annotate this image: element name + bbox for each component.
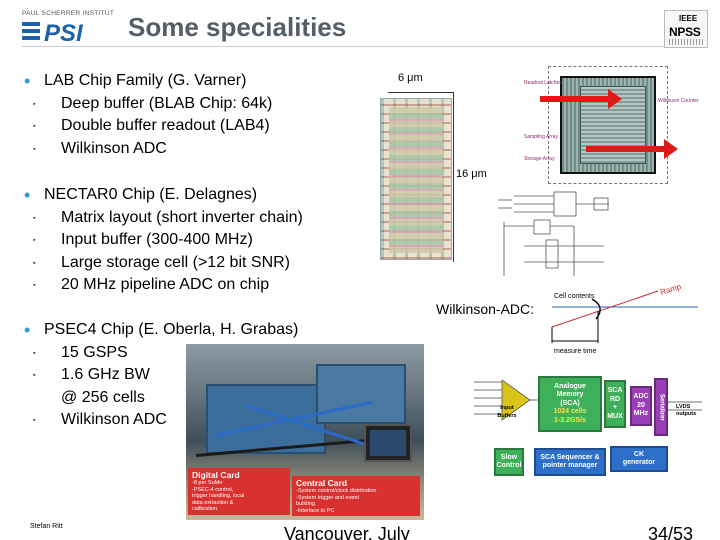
analogue-memory-block: Analogue Memory (SCA) 1024 cells 1-3.2GS…: [538, 376, 602, 432]
ieee-npss-logo: IEEE NPSS: [664, 10, 708, 48]
central-card-title: Central Card: [296, 478, 348, 488]
sca-rd-line: MUX: [607, 412, 623, 420]
bullet-sub: Wilkinson ADC: [24, 138, 272, 160]
red-arrow-icon: [586, 139, 678, 159]
lvds-outputs-label: LVDS outputs: [676, 404, 696, 418]
central-card-label: Central Card -System control/clock distr…: [292, 476, 420, 516]
header-divider: [22, 46, 698, 47]
sca-sequencer-block: SCA Sequencer & pointer manager: [534, 448, 606, 476]
serializer-label: Serializer: [658, 393, 665, 421]
bullet-sub: Double buffer readout (LAB4): [24, 115, 272, 138]
dimension-6um: 6 μm: [398, 72, 423, 84]
bullet-group-nectar: NECTAR0 Chip (E. Delagnes) Matrix layout…: [24, 184, 303, 297]
bullet-sub: 1.6 GHz BW: [24, 364, 298, 387]
sequencer-line: pointer manager: [542, 462, 598, 469]
bullet-group-psec: PSEC4 Chip (E. Oberla, H. Grabas) 15 GSP…: [24, 319, 298, 432]
ck-line: generator: [622, 459, 656, 466]
bullet-sub: Input buffer (300-400 MHz): [24, 229, 303, 252]
digital-card-line: trigger handling, local: [192, 493, 245, 499]
digital-card-line: calibration: [192, 506, 218, 512]
psec4-hardware-photo: Digital Card -8 per SuMo -PSEC-4 control…: [186, 344, 424, 520]
bullet-sub: Deep buffer (BLAB Chip: 64k): [24, 93, 272, 115]
bullet-sub: Large storage cell (>12 bit SNR): [24, 252, 303, 274]
bullet-main: PSEC4 Chip (E. Oberla, H. Grabas): [24, 319, 298, 342]
ieee-logo-line1: IEEE: [679, 14, 698, 23]
central-card-line: -Interface to PC: [296, 507, 335, 514]
chip-tag: Wilkinson Counter: [658, 98, 699, 104]
adc-block: ADC 20 MHz: [630, 386, 652, 426]
psi-logo-letters: PSI: [44, 20, 84, 45]
memory-line: 1-3.2GS/s: [554, 416, 586, 424]
wilkinson-ramp-diagram: Cell contents Ramp measure time: [548, 282, 700, 355]
photo-laptop: [364, 424, 412, 462]
chip-tag: Sampling Array: [524, 134, 558, 140]
memory-line: Analogue: [554, 382, 586, 390]
sequencer-line: SCA Sequencer &: [540, 453, 600, 461]
ck-line: CK: [633, 450, 645, 458]
sca-rd-line: SCA: [607, 387, 623, 394]
bullet-sub-continuation: @ 256 cells: [61, 388, 145, 406]
psi-logo-text: PAUL SCHERRER INSTITUT: [22, 10, 115, 17]
chip-tag: Storage Array: [524, 156, 555, 162]
bullet-group-lab: LAB Chip Family (G. Varner) Deep buffer …: [24, 70, 272, 160]
psi-logo-mark: PSI: [22, 20, 84, 45]
slow-control-block: Slow Control: [494, 448, 524, 476]
sca-rd-line: RD: [609, 395, 621, 403]
footer-author: Stefan Ritt: [30, 523, 63, 530]
wilkinson-circuit-diagram: [498, 191, 609, 276]
red-arrow-icon: [540, 89, 622, 109]
adc-line: MHz: [633, 410, 649, 418]
measure-time-label: measure time: [554, 348, 597, 355]
nectar-cell-layout-image: [380, 98, 452, 260]
psi-logo: PAUL SCHERRER INSTITUT PSI: [22, 10, 114, 46]
digital-card-title: Digital Card: [192, 470, 240, 480]
ieee-logo-line2: NPSS: [669, 25, 701, 39]
slow-control-line: Control: [496, 462, 522, 469]
nectar-block-diagram: Input Buffers Analogue Memory (SCA) 1024…: [470, 372, 706, 486]
chip-tag: Readout Latches: [524, 80, 562, 86]
sca-rd-line: +: [612, 404, 618, 411]
bullet-sub: 15 GSPS: [24, 342, 298, 364]
memory-line: 1024 cells: [553, 408, 587, 416]
digital-card-label: Digital Card -8 per SuMo -PSEC-4 control…: [188, 468, 290, 515]
ck-generator-block: CK generator: [610, 446, 668, 472]
cell-contents-label: Cell contents: [554, 293, 595, 300]
cell-layout-pattern: [389, 107, 443, 253]
slow-control-line: Slow: [500, 453, 518, 461]
serializer-block: Serializer: [654, 378, 668, 436]
memory-line: (SCA): [560, 399, 580, 407]
page-title: Some specialities: [128, 12, 347, 42]
digital-card-line: data extraction &: [192, 499, 234, 506]
central-card-line: -System control/clock distribution: [296, 488, 377, 494]
sca-rd-mux-block: SCA RD + MUX: [604, 380, 626, 428]
footer-page-number: 34/53: [648, 524, 694, 540]
lab-chip-frame: [548, 66, 668, 184]
dimension-line-vertical: [453, 92, 454, 262]
bullet-sub: Matrix layout (short inverter chain): [24, 207, 303, 229]
ieee-logo-stripes: [669, 39, 705, 45]
footer-conference: Vancouver, July: [284, 524, 410, 540]
bullet-main: LAB Chip Family (G. Varner): [24, 70, 272, 93]
memory-line: Memory: [556, 391, 584, 399]
central-card-line: -System trigger and event: [296, 494, 359, 501]
input-buffers-label: Input Buffers: [497, 404, 517, 420]
lvds-line: outputs: [676, 411, 697, 417]
dimension-16um: 16 μm: [456, 168, 487, 180]
lvds-line: LVDS: [676, 404, 691, 410]
adc-line: 20: [637, 401, 645, 409]
ramp-plot: [551, 290, 698, 343]
central-card-line: building: [296, 501, 315, 507]
bullet-sub: Wilkinson ADC: [24, 409, 298, 432]
block-diagram-links: [474, 379, 702, 421]
adc-line: ADC: [633, 393, 649, 401]
digital-card-line: -8 per SuMo: [192, 480, 223, 486]
dimension-line-horizontal: [388, 92, 454, 93]
photo-board: [316, 364, 406, 424]
wilkinson-adc-label: Wilkinson-ADC:: [436, 301, 535, 317]
bullet-main: NECTAR0 Chip (E. Delagnes): [24, 184, 303, 207]
bullet-sub: 20 MHz pipeline ADC on chip: [24, 274, 303, 297]
digital-card-line: -PSEC-4 control,: [192, 486, 234, 493]
